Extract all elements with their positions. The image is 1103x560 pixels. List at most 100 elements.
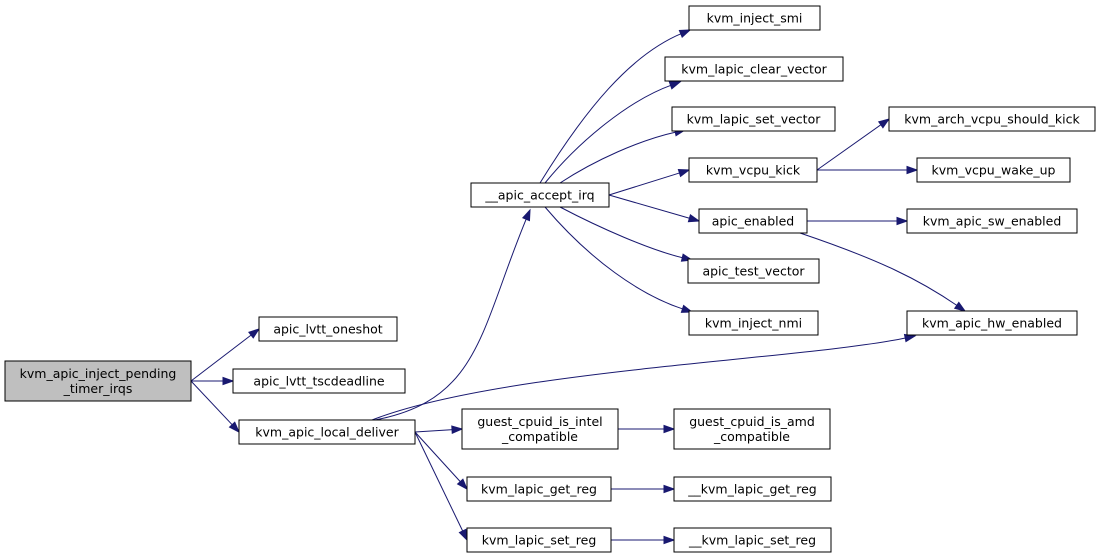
node-label: kvm_vcpu_wake_up (932, 163, 1056, 178)
edge-apic-accept-irq-to-apic-enabled (608, 194, 701, 223)
edge-line (608, 194, 691, 219)
node-box (688, 5, 821, 31)
edge-apic-enabled-to-kvm-apic-sw-enabled (807, 216, 909, 226)
node-kvm-inject-smi[interactable]: kvm_inject_smi (688, 5, 821, 31)
edge-kvm-apic-local-deliver-to-kvm-lapic-get-reg (414, 431, 468, 491)
node-kvm-lapic-get-reg[interactable]: kvm_lapic_get_reg (466, 476, 612, 502)
node-label: kvm_lapic_get_reg (481, 482, 597, 497)
node-apic-enabled[interactable]: apic_enabled (698, 208, 808, 234)
node-kvm-inject-nmi[interactable]: kvm_inject_nmi (688, 310, 819, 336)
edge-apic-accept-irq-to-kvm-inject-smi (539, 29, 692, 184)
edge-line (799, 232, 958, 307)
edge-line (544, 206, 684, 310)
edge-kvm-apic-local-deliver-to-guest-cpuid-is-intel-compatible (414, 425, 464, 434)
arrow-head-icon (521, 208, 531, 222)
node-label: apic_enabled (712, 214, 795, 229)
node-apic-lvtt-oneshot[interactable]: apic_lvtt_oneshot (258, 316, 398, 342)
node-box (466, 527, 612, 553)
edge-line (414, 431, 464, 533)
node-label: kvm_apic_hw_enabled (922, 316, 1062, 331)
node-label: kvm_inject_smi (707, 11, 803, 26)
node-label: _compatible (713, 429, 790, 444)
arrow-head-icon (953, 301, 967, 312)
edge-kvm-apic-local-deliver-to-kvm-lapic-set-reg (414, 431, 468, 542)
node-kvm-vcpu-wake-up[interactable]: kvm_vcpu_wake_up (916, 157, 1071, 183)
arrow-head-icon (663, 535, 676, 545)
node-kvm-apic-sw-enabled[interactable]: kvm_apic_sw_enabled (906, 208, 1078, 234)
edge-line (190, 334, 253, 382)
arrow-head-icon (248, 328, 261, 339)
node-box (688, 310, 819, 336)
arrow-head-icon (677, 169, 691, 178)
nodes-layer: kvm_apic_inject_pending_timer_irqs apic_l… (4, 5, 1096, 553)
node-box (461, 408, 619, 450)
edge-line (559, 206, 684, 259)
edge-apic-accept-irq-to-kvm-lapic-set-vector (559, 128, 687, 184)
node-box (673, 527, 832, 553)
edge-kvm-vcpu-kick-to-kvm-vcpu-wake-up (817, 165, 919, 175)
node-label: kvm_lapic_set_vector (687, 112, 822, 127)
arrow-head-icon (906, 165, 919, 175)
edge-root-to-apic-lvtt-oneshot (190, 328, 261, 382)
node-box (698, 208, 808, 234)
edge-kvm-lapic-set-reg-to---kvm-lapic-set-reg (611, 535, 676, 545)
node-label: __kvm_lapic_set_reg (688, 533, 816, 548)
node-label: kvm_vcpu_kick (706, 163, 801, 178)
node-box (258, 316, 398, 342)
edge-line (190, 380, 234, 426)
node-kvm-vcpu-kick[interactable]: kvm_vcpu_kick (688, 157, 818, 183)
arrow-head-icon (228, 421, 241, 434)
arrow-head-icon (663, 424, 676, 434)
node-label: apic_lvtt_oneshot (273, 322, 382, 337)
node-kvm-arch-vcpu-should-kick[interactable]: kvm_arch_vcpu_should_kick (888, 106, 1096, 132)
node-box (673, 476, 832, 502)
edge-root-to-apic-lvtt-tscdeadline (191, 376, 235, 386)
node-box (687, 258, 820, 284)
edge-apic-enabled-to-kvm-apic-hw-enabled (799, 232, 967, 312)
node-box (888, 106, 1096, 132)
arrow-head-icon (456, 478, 468, 491)
node-label: kvm_apic_sw_enabled (923, 214, 1062, 229)
arrow-head-icon (903, 333, 917, 343)
node-apic-accept-irq[interactable]: __apic_accept_irq (470, 182, 610, 208)
edge-line (816, 123, 882, 171)
node-kvm-lapic-set-vector[interactable]: kvm_lapic_set_vector (671, 106, 836, 132)
node-label: apic_lvtt_tscdeadline (253, 374, 384, 389)
node-label: kvm_inject_nmi (705, 316, 802, 331)
node---kvm-lapic-get-reg[interactable]: __kvm_lapic_get_reg (673, 476, 832, 502)
arrow-head-icon (663, 484, 676, 494)
node-label: kvm_arch_vcpu_should_kick (904, 112, 1080, 127)
node-label: guest_cpuid_is_intel (477, 414, 602, 429)
node-guest-cpuid-is-amd-compatible[interactable]: guest_cpuid_is_amd_compatible (673, 408, 831, 450)
edge-line (544, 84, 672, 184)
node-box (916, 157, 1071, 183)
edge-kvm-apic-local-deliver-to-kvm-apic-hw-enabled (371, 333, 917, 421)
edge-apic-accept-irq-to-kvm-lapic-clear-vector (544, 81, 682, 184)
edge-guest-cpuid-is-intel-compatible-to-guest-cpuid-is-amd-compatible (617, 424, 676, 434)
node-box (232, 368, 406, 394)
edge-line (559, 131, 677, 184)
node-kvm-apic-hw-enabled[interactable]: kvm_apic_hw_enabled (906, 310, 1078, 336)
node-box (4, 360, 192, 402)
node-kvm-lapic-clear-vector[interactable]: kvm_lapic_clear_vector (664, 56, 844, 82)
edge-root-to-kvm-apic-local-deliver (190, 380, 241, 434)
node-label: kvm_lapic_set_reg (482, 533, 597, 548)
node-label: _timer_irqs (63, 381, 133, 396)
edge-line (371, 337, 907, 421)
node-root[interactable]: kvm_apic_inject_pending_timer_irqs (4, 360, 192, 402)
node---kvm-lapic-set-reg[interactable]: __kvm_lapic_set_reg (673, 527, 832, 553)
node-guest-cpuid-is-intel-compatible[interactable]: guest_cpuid_is_intel_compatible (461, 408, 619, 450)
node-apic-lvtt-tscdeadline[interactable]: apic_lvtt_tscdeadline (232, 368, 406, 394)
node-apic-test-vector[interactable]: apic_test_vector (687, 258, 820, 284)
edges-layer (190, 29, 967, 545)
node-kvm-lapic-set-reg[interactable]: kvm_lapic_set_reg (466, 527, 612, 553)
node-box (671, 106, 836, 132)
arrow-head-icon (896, 216, 909, 226)
node-kvm-apic-local-deliver[interactable]: kvm_apic_local_deliver (238, 419, 416, 445)
node-box (688, 157, 818, 183)
arrow-head-icon (451, 425, 464, 434)
edge-line (374, 218, 527, 421)
node-label: guest_cpuid_is_amd (689, 414, 815, 429)
edge-apic-accept-irq-to-kvm-vcpu-kick (608, 169, 691, 196)
